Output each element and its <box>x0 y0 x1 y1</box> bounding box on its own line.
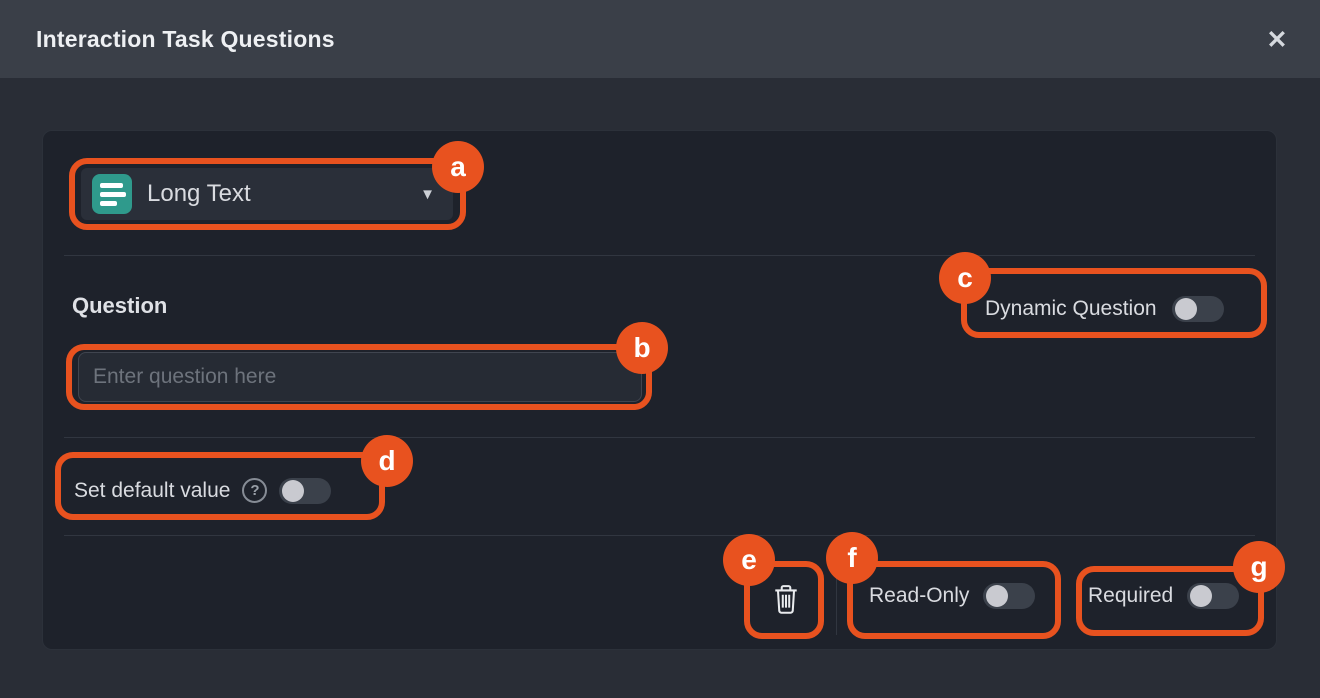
delete-question-button[interactable] <box>766 580 806 618</box>
required-row: Required <box>1088 582 1240 609</box>
toggle-knob-icon <box>1174 297 1197 320</box>
close-icon: ✕ <box>1266 26 1288 54</box>
modal-title: Interaction Task Questions <box>36 25 335 52</box>
toggle-knob-icon <box>282 479 305 502</box>
read-only-label: Read-Only <box>869 583 970 607</box>
section-divider <box>64 255 1255 256</box>
question-type-select[interactable]: Long Text ▼ <box>81 168 453 220</box>
dynamic-question-toggle[interactable] <box>1171 295 1224 322</box>
question-type-value: Long Text <box>147 180 251 207</box>
read-only-toggle[interactable] <box>983 582 1036 609</box>
section-divider <box>64 535 1255 536</box>
required-label: Required <box>1088 583 1174 607</box>
help-icon[interactable]: ? <box>242 478 268 503</box>
set-default-toggle[interactable] <box>279 477 332 504</box>
section-divider <box>64 437 1255 438</box>
required-toggle[interactable] <box>1187 582 1240 609</box>
question-input[interactable] <box>78 352 642 402</box>
dynamic-question-label: Dynamic Question <box>985 296 1157 320</box>
set-default-label: Set default value <box>74 478 231 502</box>
dynamic-question-row: Dynamic Question <box>985 295 1224 322</box>
modal-header: Interaction Task Questions ✕ <box>0 0 1320 78</box>
long-text-icon <box>92 174 132 214</box>
trash-icon <box>775 585 797 614</box>
toggle-knob-icon <box>1190 584 1213 607</box>
close-button[interactable]: ✕ <box>1260 23 1294 57</box>
toggle-knob-icon <box>986 584 1009 607</box>
question-label: Question <box>72 293 168 318</box>
chevron-down-icon: ▼ <box>420 185 435 203</box>
read-only-row: Read-Only <box>869 582 1036 609</box>
footer-divider <box>836 565 837 635</box>
set-default-row: Set default value ? <box>74 477 332 504</box>
